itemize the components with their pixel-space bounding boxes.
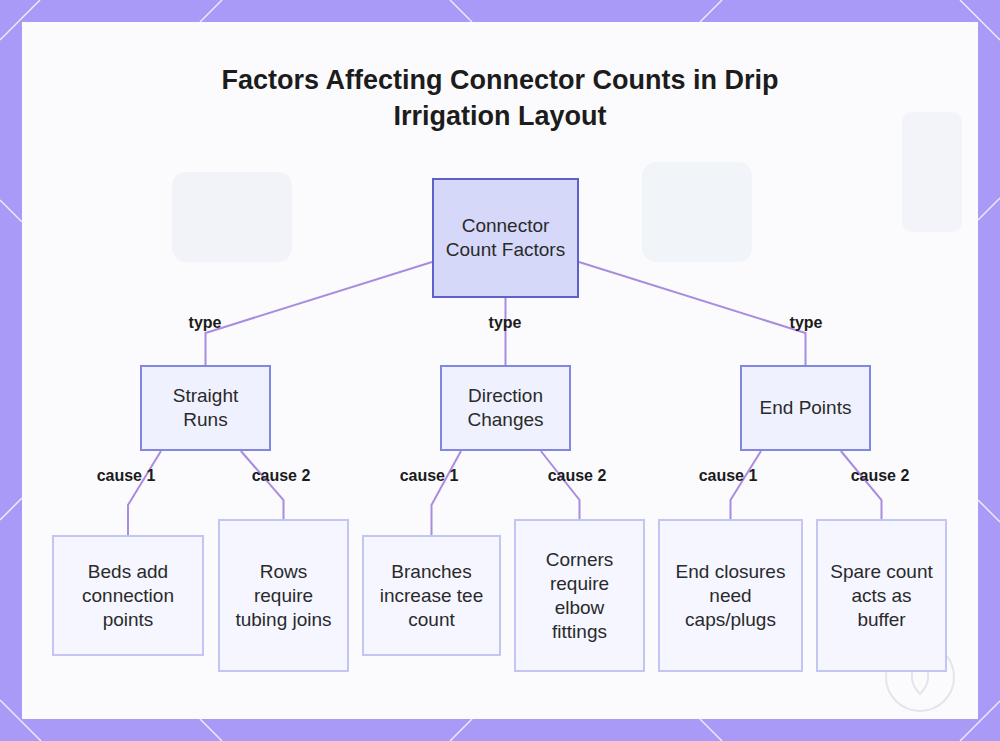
tree-connector <box>432 451 461 535</box>
edge-label: type <box>756 314 856 332</box>
tree-connector <box>505 298 507 365</box>
cause-box: Branches increase tee count <box>362 535 501 656</box>
edge-label: cause 2 <box>527 467 627 485</box>
edge-label: cause 2 <box>830 467 930 485</box>
cause-box: Beds add connection points <box>52 535 204 656</box>
node-text: End closures need caps/plugs <box>670 560 791 632</box>
node-text: Direction Changes <box>452 384 559 432</box>
tree-connector <box>541 451 580 519</box>
cause-box: Spare count acts as buffer <box>816 519 947 672</box>
tree-connector <box>206 262 433 365</box>
category-box: Straight Runs <box>140 365 271 451</box>
tree-connector <box>241 451 284 519</box>
edge-label: cause 2 <box>231 467 331 485</box>
cause-box: End closures need caps/plugs <box>658 519 803 672</box>
node-text: Rows require tubing joins <box>230 560 337 632</box>
node-text: Straight Runs <box>152 384 259 432</box>
category-box: End Points <box>740 365 871 451</box>
cause-box: Corners require elbow fittings <box>514 519 645 672</box>
tree-connector <box>128 451 161 535</box>
tree-connector <box>731 451 761 519</box>
cause-box: Rows require tubing joins <box>218 519 349 672</box>
node-text: Spare count acts as buffer <box>828 560 935 632</box>
root-box: Connector Count Factors <box>432 178 579 298</box>
edge-label: type <box>155 314 255 332</box>
edge-label: cause 1 <box>379 467 479 485</box>
edge-label: type <box>455 314 555 332</box>
node-text: Connector Count Factors <box>444 214 567 262</box>
node-text: Branches increase tee count <box>374 560 489 632</box>
edge-label: cause 1 <box>678 467 778 485</box>
edge-label: cause 1 <box>76 467 176 485</box>
node-text: Beds add connection points <box>64 560 192 632</box>
tree-connector <box>579 262 806 365</box>
tree-connector <box>841 451 882 519</box>
node-text: End Points <box>760 396 852 420</box>
diagram-title: Factors Affecting Connector Counts in Dr… <box>220 62 780 134</box>
node-text: Corners require elbow fittings <box>526 548 633 644</box>
category-box: Direction Changes <box>440 365 571 451</box>
